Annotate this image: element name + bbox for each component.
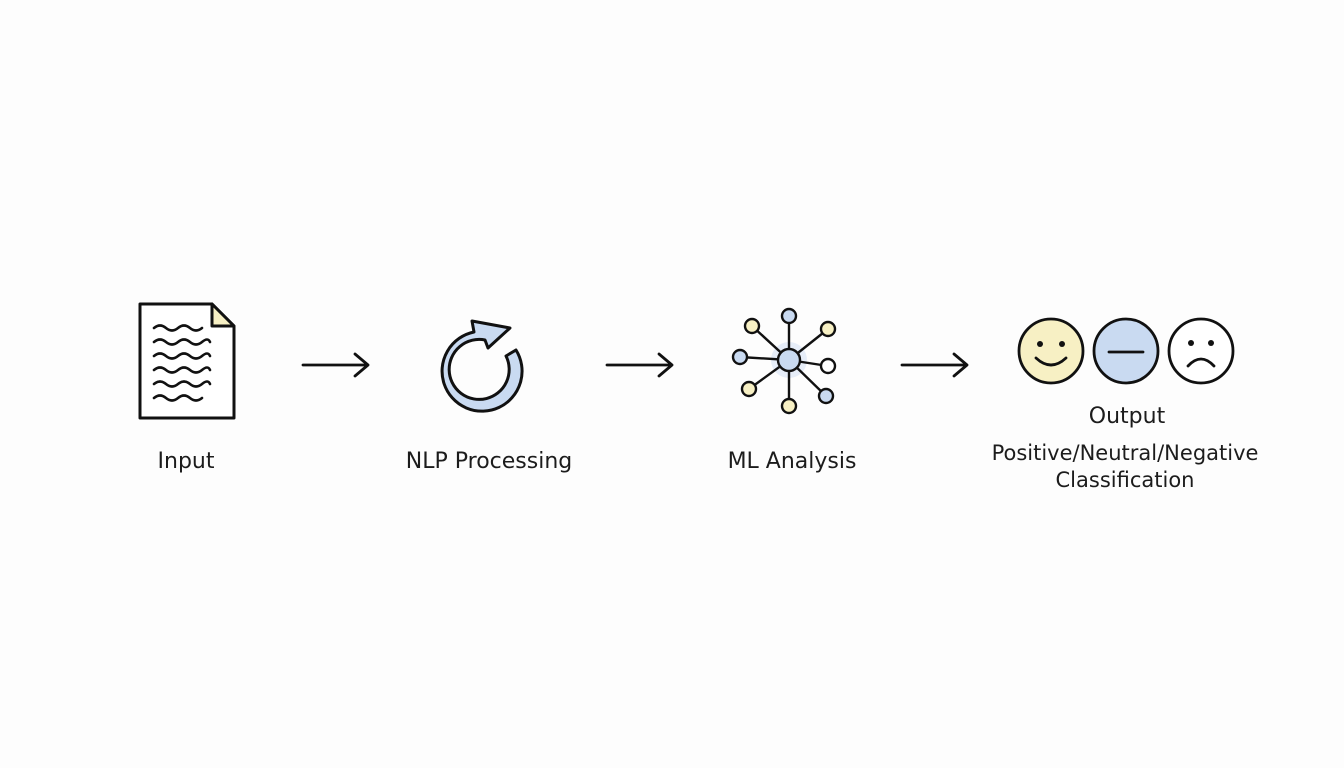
output-description-line1: Positive/Neutral/Negative xyxy=(991,441,1259,465)
step-label-output: Output xyxy=(1088,404,1166,429)
refresh-icon xyxy=(440,319,524,413)
step-label-input: Input xyxy=(157,449,215,474)
negative-face-icon xyxy=(1167,317,1235,385)
output-description-line2: Classification xyxy=(1055,468,1195,492)
output-description: Positive/Neutral/Negative Classification xyxy=(992,440,1259,494)
positive-face-icon xyxy=(1017,317,1085,385)
step-label-nlp: NLP Processing xyxy=(405,449,573,474)
neutral-face-icon xyxy=(1092,317,1160,385)
step-label-ml: ML Analysis xyxy=(727,449,857,474)
network-icon xyxy=(731,307,837,415)
arrow-right-icon xyxy=(605,352,674,378)
arrow-right-icon xyxy=(301,352,370,378)
document-icon xyxy=(138,302,236,420)
arrow-right-icon xyxy=(900,352,969,378)
sentiment-faces-icon xyxy=(1014,314,1238,388)
